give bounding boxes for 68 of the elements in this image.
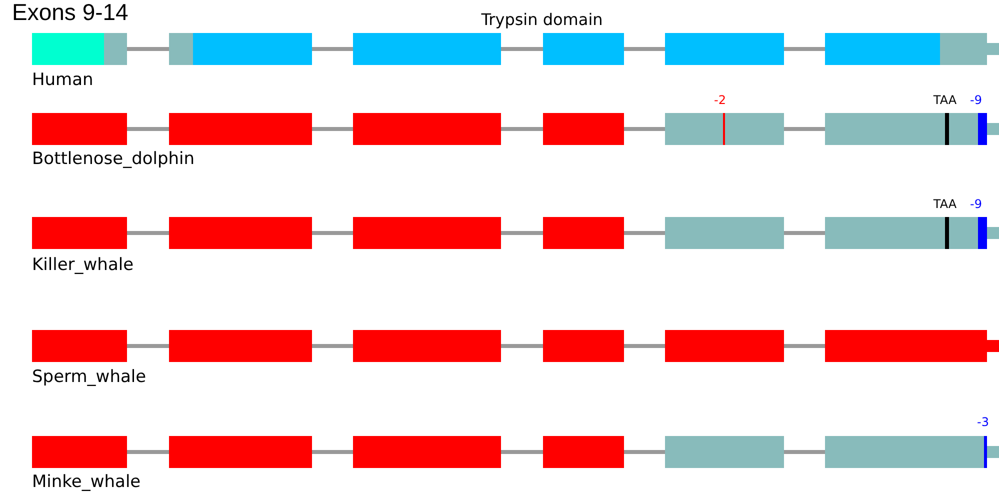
intron-line [624,127,665,131]
exon-bar [665,436,784,468]
annotation-label: Trypsin domain [481,10,603,29]
intron-line [784,47,825,51]
exon-bar [32,436,127,468]
intron-line [127,231,169,235]
intron-line [624,450,665,454]
intron-line [501,450,543,454]
intron-line [624,344,665,348]
intron-line [127,450,169,454]
intron-line [624,47,665,51]
intron-line [784,450,825,454]
exon-bar [665,330,784,362]
intron-line [624,231,665,235]
exon-bar [169,33,312,65]
exon-bar [665,217,784,249]
exon-bar [665,113,784,145]
annotation-label: Human [32,70,94,90]
intron-line [312,231,353,235]
exon-bar [353,330,501,362]
annotation-label: -2 [714,93,726,107]
exon-bar [825,33,987,65]
intron-line [501,344,543,348]
intron-line [501,231,543,235]
exon-bar [543,330,624,362]
annotation-label: -9 [970,93,982,107]
exon-bar [169,113,312,145]
annotation-label: Minke_whale [32,472,141,492]
exon-bar [665,33,784,65]
exon-bar [353,33,501,65]
annotation-label: Sperm_whale [32,367,146,387]
exon-bar [169,330,312,362]
annotation-label: Killer_whale [32,255,134,275]
exon-bar [825,217,987,249]
exon-bar [825,436,987,468]
intron-line [312,344,353,348]
annotation-label: TAA [933,93,957,107]
exon-bar [32,217,127,249]
annotation-label: TAA [933,197,957,211]
annotation-label: -3 [977,415,989,429]
diagram-title: Exons 9-14 [12,0,128,26]
intron-line [501,127,543,131]
exon-bar [353,436,501,468]
intron-line [501,47,543,51]
exon-bar [543,436,624,468]
annotation-label: -9 [970,197,982,211]
annotation-label: Bottlenose_dolphin [32,149,195,169]
exon-bar [353,113,501,145]
intron-line [784,127,825,131]
intron-line [312,47,353,51]
exon-bar [543,113,624,145]
intron-line [127,344,169,348]
intron-line [784,231,825,235]
intron-line [127,47,169,51]
intron-line [784,344,825,348]
exon-bar [169,217,312,249]
exon-bar [32,113,127,145]
exon-bar [32,33,127,65]
intron-line [312,127,353,131]
exon-bar [169,436,312,468]
exon-bar [543,217,624,249]
intron-line [127,127,169,131]
exon-bar [825,330,987,362]
exon-bar [353,217,501,249]
exon-bar [32,330,127,362]
intron-line [312,450,353,454]
exon-bar [543,33,624,65]
exon-bar [825,113,987,145]
